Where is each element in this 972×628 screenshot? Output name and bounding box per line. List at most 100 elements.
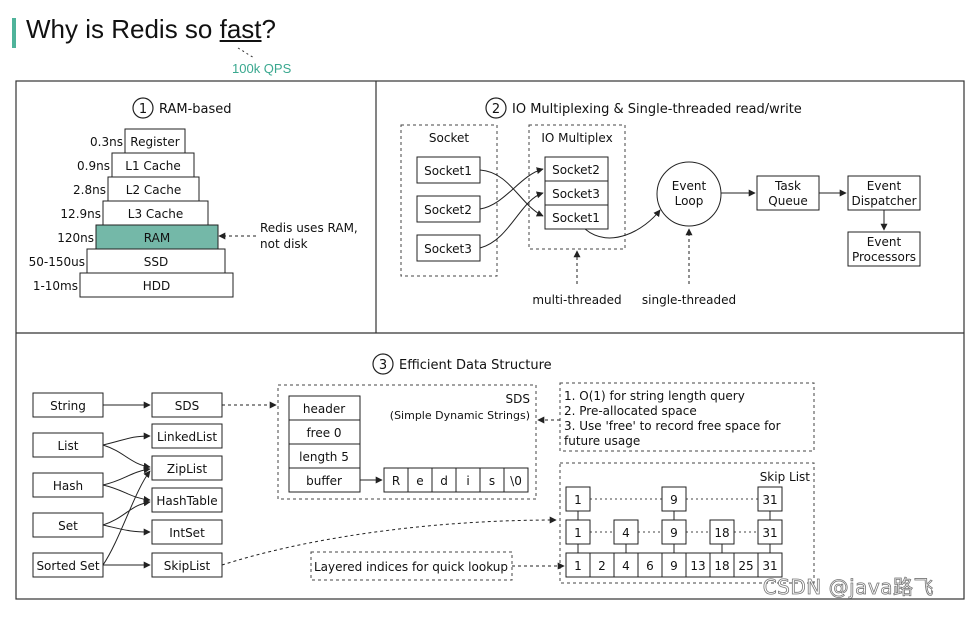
memory-level-label: L3 Cache bbox=[128, 207, 183, 221]
skiplist-node bbox=[661, 486, 687, 512]
task-queue-box bbox=[756, 175, 820, 211]
event-loop-line1: Event bbox=[672, 179, 707, 193]
skiplist-node bbox=[685, 552, 711, 578]
skiplist-node-value: 25 bbox=[738, 559, 753, 573]
arrow-skiplist-to-detail bbox=[221, 516, 557, 566]
section1-number-circle bbox=[132, 97, 154, 119]
arrow-socket3-to-mux bbox=[479, 191, 544, 249]
sds-note-1: 1. O(1) for string length query bbox=[564, 389, 745, 403]
sds-note-3: 3. Use 'free' to record free space for bbox=[564, 419, 781, 433]
multi-threaded-label: multi-threaded bbox=[532, 293, 621, 307]
sds-note-2: 2. Pre-allocated space bbox=[564, 404, 697, 418]
enc-intset-box bbox=[151, 519, 223, 545]
enc-ziplist-box bbox=[151, 455, 223, 481]
section3-title: Efficient Data Structure bbox=[399, 358, 552, 373]
enc-intset-label: IntSet bbox=[169, 526, 205, 540]
skiplist-node bbox=[565, 519, 591, 545]
enc-ziplist-label: ZipList bbox=[167, 462, 207, 476]
memory-level-label: L2 Cache bbox=[126, 183, 181, 197]
arrow-mux-to-loop bbox=[584, 209, 661, 239]
skiplist-node bbox=[733, 552, 759, 578]
watermark: CSDN @java路飞 bbox=[762, 575, 934, 600]
type-string-box bbox=[32, 392, 104, 418]
skiplist-node-value: 9 bbox=[670, 526, 678, 540]
memory-level-label: Register bbox=[130, 135, 179, 149]
mux-socket1-box bbox=[544, 204, 609, 230]
skiplist-node-value: 1 bbox=[574, 559, 582, 573]
arrow-set-hashtable bbox=[102, 499, 151, 526]
skiplist-node-value: 9 bbox=[670, 493, 678, 507]
sds-field-free-label: free 0 bbox=[306, 426, 341, 440]
mux-socket3-label: Socket3 bbox=[552, 187, 600, 201]
enc-hashtable-label: HashTable bbox=[156, 494, 217, 508]
memory-level-latency: 50-150us bbox=[29, 255, 85, 269]
skiplist-node-value: 1 bbox=[574, 526, 582, 540]
sds-title: SDS bbox=[506, 392, 530, 406]
skiplist-title: Skip List bbox=[760, 470, 811, 484]
io-multiplex-label: IO Multiplex bbox=[541, 131, 612, 145]
outer-frame bbox=[15, 80, 965, 600]
memory-level-label: RAM bbox=[144, 231, 170, 245]
arrow-socket2-to-mux bbox=[479, 167, 544, 210]
page-title: Why is Redis so fast? bbox=[26, 14, 276, 45]
buffer-char-label: R bbox=[392, 474, 400, 488]
skiplist-node bbox=[757, 486, 783, 512]
arrow-list-linkedlist bbox=[102, 432, 151, 446]
memory-level-box bbox=[95, 224, 219, 250]
skiplist-node-value: 6 bbox=[646, 559, 654, 573]
mux-socket1-label: Socket1 bbox=[552, 211, 600, 225]
event-loop-line2: Loop bbox=[675, 194, 704, 208]
enc-linkedlist-box bbox=[151, 423, 223, 449]
type-hash-box bbox=[32, 472, 104, 498]
memory-level-latency: 2.8ns bbox=[73, 183, 106, 197]
arrow-hash-hashtable bbox=[102, 484, 151, 503]
memory-level-latency: 120ns bbox=[57, 231, 94, 245]
skiplist-node-value: 31 bbox=[762, 559, 777, 573]
skiplist-node bbox=[709, 519, 735, 545]
buffer-char-label: s bbox=[489, 474, 495, 488]
dispatcher-line1: Event bbox=[867, 179, 902, 193]
memory-level-box bbox=[124, 128, 186, 154]
skiplist-node bbox=[613, 552, 639, 578]
socket2-label: Socket2 bbox=[424, 203, 472, 217]
skiplist-node-value: 4 bbox=[622, 526, 630, 540]
socket-group bbox=[400, 124, 498, 277]
section-data-structures: 3 Efficient Data Structure String List H… bbox=[32, 353, 815, 584]
buffer-char-box bbox=[479, 467, 505, 493]
processors-line1: Event bbox=[867, 235, 902, 249]
section3-number: 3 bbox=[379, 358, 387, 373]
type-set-box bbox=[32, 512, 104, 538]
enc-sds-label: SDS bbox=[175, 399, 199, 413]
arrow-socket1-to-mux bbox=[479, 169, 544, 217]
memory-level-box bbox=[107, 176, 200, 202]
memory-level-latency: 0.9ns bbox=[77, 159, 110, 173]
task-queue-line2: Queue bbox=[768, 194, 807, 208]
skiplist-node-value: 2 bbox=[598, 559, 606, 573]
type-set-label: Set bbox=[58, 519, 78, 533]
socket1-box bbox=[416, 156, 481, 184]
type-list-label: List bbox=[58, 439, 79, 453]
socket2-box bbox=[416, 195, 481, 223]
skiplist-node-value: 1 bbox=[574, 493, 582, 507]
skiplist-node-value: 13 bbox=[690, 559, 705, 573]
skiplist-node bbox=[757, 519, 783, 545]
memory-level-label: SSD bbox=[144, 255, 168, 269]
title-suffix: ? bbox=[261, 14, 276, 44]
mux-socket2-box bbox=[544, 156, 609, 182]
section-io-multiplexing: 2 IO Multiplexing & Single-threaded read… bbox=[400, 97, 921, 307]
section2-number: 2 bbox=[492, 102, 500, 117]
section2-title: IO Multiplexing & Single-threaded read/w… bbox=[512, 102, 802, 117]
socket1-label: Socket1 bbox=[424, 164, 472, 178]
ram-note-line2: not disk bbox=[260, 237, 308, 251]
skiplist-node bbox=[757, 552, 783, 578]
type-hash-label: Hash bbox=[53, 479, 83, 493]
type-sorted-set-box bbox=[32, 552, 104, 578]
skiplist-node bbox=[565, 486, 591, 512]
skiplist-node bbox=[661, 552, 687, 578]
memory-level-latency: 1-10ms bbox=[33, 279, 78, 293]
memory-level-latency: 12.9ns bbox=[60, 207, 101, 221]
skiplist-node-value: 4 bbox=[622, 559, 630, 573]
